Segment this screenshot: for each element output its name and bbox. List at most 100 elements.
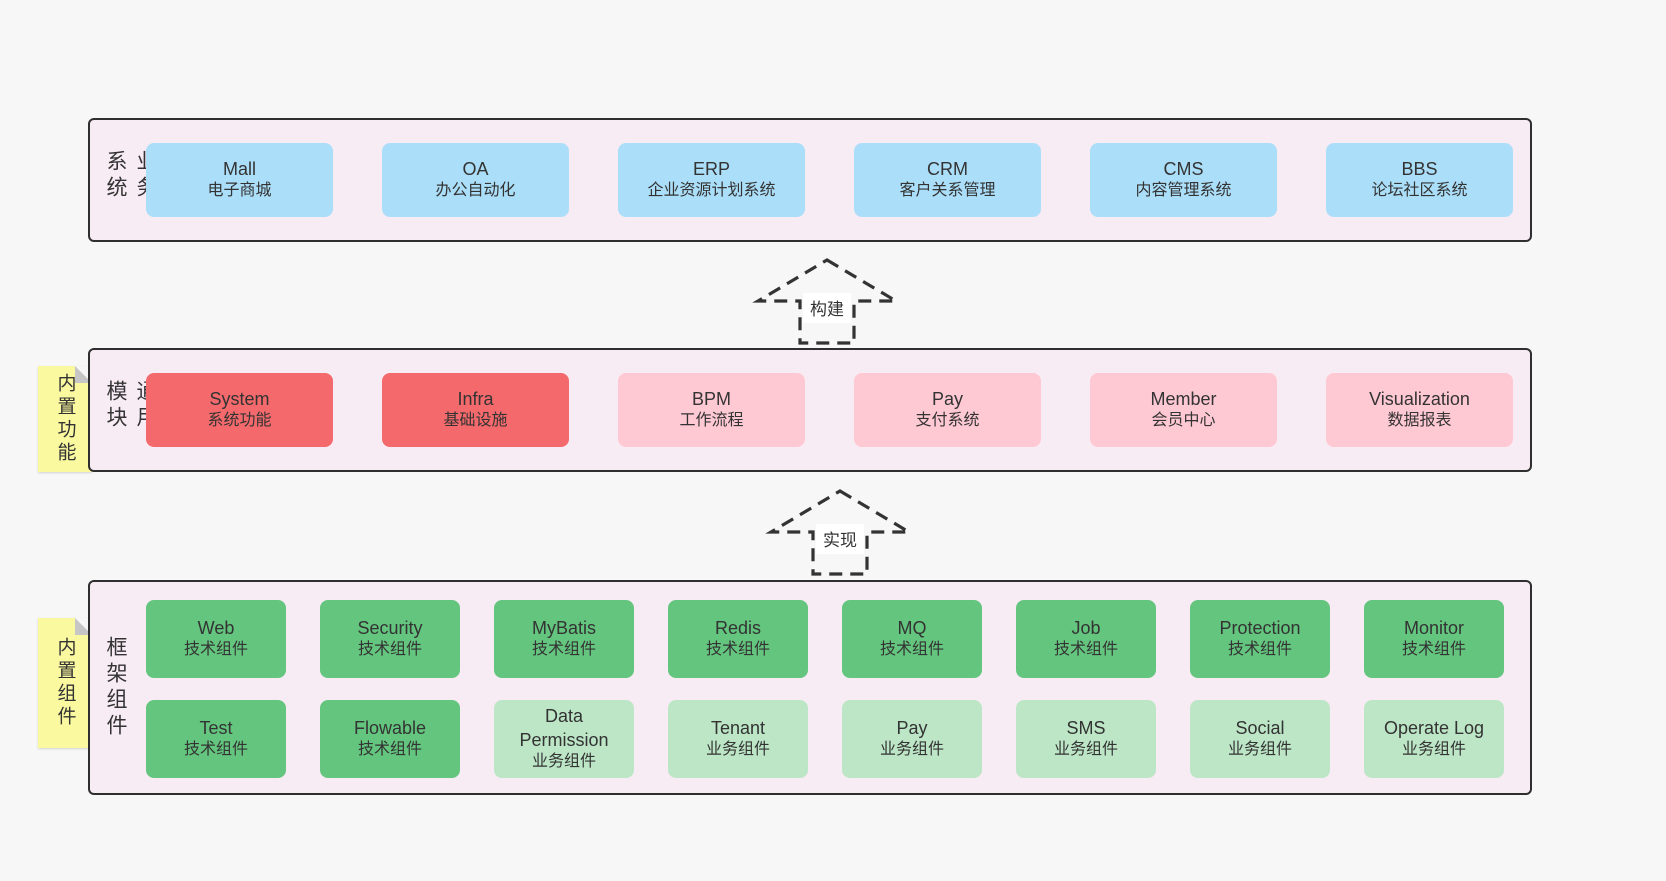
box-title: Monitor [1403, 617, 1465, 638]
box-subtitle: 技术组件 [183, 641, 248, 659]
box-subtitle: 数据报表 [1387, 412, 1452, 430]
box-security: Security 技术组件 [320, 600, 460, 678]
box-subtitle: 办公自动化 [435, 182, 516, 200]
box-infra: Infra 基础设施 [382, 373, 569, 447]
box-title: OA [462, 158, 489, 179]
box-subtitle: 系统功能 [207, 412, 272, 430]
box-mq: MQ 技术组件 [842, 600, 982, 678]
arrow-label: 构建 [810, 300, 844, 319]
box-oa: OA 办公自动化 [382, 143, 569, 217]
sticky-note-label: 内置功能 [54, 373, 76, 465]
box-operate-log: Operate Log 业务组件 [1364, 700, 1504, 778]
box-subtitle: 技术组件 [183, 741, 248, 759]
box-title: System [209, 388, 270, 409]
box-title: Pay [896, 717, 928, 738]
business-box-row: Mall 电子商城 OA 办公自动化 ERP 企业资源计划系统 CRM 客户关系… [146, 143, 1513, 217]
box-pay-component: Pay 业务组件 [842, 700, 982, 778]
box-subtitle: 技术组件 [1227, 641, 1292, 659]
sticky-note-built-in-features: 内置功能 [38, 366, 92, 472]
box-tenant: Tenant 业务组件 [668, 700, 808, 778]
components-grid: Web 技术组件 Security 技术组件 MyBatis 技术组件 Redi… [146, 600, 1504, 778]
box-title: MQ [897, 617, 927, 638]
box-title: Social [1235, 717, 1285, 738]
box-title: MyBatis [531, 617, 596, 638]
box-social: Social 业务组件 [1190, 700, 1330, 778]
box-title: BBS [1401, 158, 1438, 179]
box-subtitle: 客户关系管理 [899, 182, 996, 200]
box-title: SMS [1066, 717, 1106, 738]
box-bbs: BBS 论坛社区系统 [1326, 143, 1513, 217]
box-title: Data Permission [519, 706, 609, 750]
box-system: System 系统功能 [146, 373, 333, 447]
box-crm: CRM 客户关系管理 [854, 143, 1041, 217]
box-title: Job [1071, 617, 1101, 638]
box-title: Infra [457, 388, 494, 409]
box-title: Operate Log [1383, 717, 1485, 738]
box-sms: SMS 业务组件 [1016, 700, 1156, 778]
box-data-permission: Data Permission 业务组件 [494, 700, 634, 778]
box-subtitle: 技术组件 [1053, 641, 1118, 659]
box-title: ERP [692, 158, 730, 179]
box-redis: Redis 技术组件 [668, 600, 808, 678]
box-subtitle: 业务组件 [531, 752, 596, 770]
box-monitor: Monitor 技术组件 [1364, 600, 1504, 678]
box-title: Member [1150, 388, 1217, 409]
box-title: Protection [1219, 617, 1301, 638]
box-protection: Protection 技术组件 [1190, 600, 1330, 678]
box-subtitle: 技术组件 [1401, 641, 1466, 659]
components-row-2: Test 技术组件 Flowable 技术组件 Data Permission … [146, 700, 1504, 778]
box-title: Tenant [710, 717, 766, 738]
box-title: CRM [927, 158, 968, 179]
box-subtitle: 技术组件 [705, 641, 770, 659]
box-mybatis: MyBatis 技术组件 [494, 600, 634, 678]
box-title: CMS [1163, 158, 1204, 179]
box-subtitle: 论坛社区系统 [1371, 182, 1468, 200]
box-title: Security [357, 617, 423, 638]
box-subtitle: 内容管理系统 [1135, 182, 1232, 200]
sticky-note-label: 内置组件 [54, 637, 76, 729]
arrow-label: 实现 [823, 531, 857, 550]
box-subtitle: 技术组件 [357, 641, 422, 659]
panel-common-modules: 通用模块 System 系统功能 Infra 基础设施 BPM 工作流程 Pay… [88, 348, 1532, 472]
box-title: BPM [691, 388, 731, 409]
box-subtitle: 业务组件 [705, 741, 770, 759]
arrow-label-bg [803, 293, 851, 323]
box-subtitle: 技术组件 [357, 741, 422, 759]
box-flowable: Flowable 技术组件 [320, 700, 460, 778]
box-subtitle: 基础设施 [443, 412, 508, 430]
box-bpm: BPM 工作流程 [618, 373, 805, 447]
box-subtitle: 工作流程 [679, 412, 744, 430]
panel-business-systems: 业务系统 Mall 电子商城 OA 办公自动化 ERP 企业资源计划系统 CRM… [88, 118, 1532, 242]
box-erp: ERP 企业资源计划系统 [618, 143, 805, 217]
arrow-label-bg [816, 524, 864, 554]
modules-box-row: System 系统功能 Infra 基础设施 BPM 工作流程 Pay 支付系统… [146, 373, 1513, 447]
components-row-1: Web 技术组件 Security 技术组件 MyBatis 技术组件 Redi… [146, 600, 1504, 678]
box-title: Mall [222, 158, 256, 179]
box-job: Job 技术组件 [1016, 600, 1156, 678]
box-subtitle: 业务组件 [879, 741, 944, 759]
box-title: Web [197, 617, 235, 638]
sticky-note-built-in-components: 内置组件 [38, 618, 92, 748]
box-subtitle: 业务组件 [1227, 741, 1292, 759]
box-pay-system: Pay 支付系统 [854, 373, 1041, 447]
box-title: Pay [931, 388, 964, 409]
box-member: Member 会员中心 [1090, 373, 1277, 447]
box-title: Test [199, 717, 233, 738]
box-visualization: Visualization 数据报表 [1326, 373, 1513, 447]
box-subtitle: 业务组件 [1053, 741, 1118, 759]
box-subtitle: 会员中心 [1151, 412, 1216, 430]
box-cms: CMS 内容管理系统 [1090, 143, 1277, 217]
box-mall: Mall 电子商城 [146, 143, 333, 217]
box-subtitle: 电子商城 [207, 182, 272, 200]
implement-arrow-icon: 实现 [765, 489, 915, 576]
box-subtitle: 支付系统 [915, 412, 980, 430]
box-test: Test 技术组件 [146, 700, 286, 778]
box-subtitle: 业务组件 [1401, 741, 1466, 759]
box-title: Flowable [353, 717, 427, 738]
panel-side-label: 框架组件 [104, 635, 127, 740]
panel-framework-components: 框架组件 Web 技术组件 Security 技术组件 MyBatis 技术组件… [88, 580, 1532, 795]
box-web: Web 技术组件 [146, 600, 286, 678]
box-subtitle: 技术组件 [879, 641, 944, 659]
box-title: Redis [714, 617, 762, 638]
